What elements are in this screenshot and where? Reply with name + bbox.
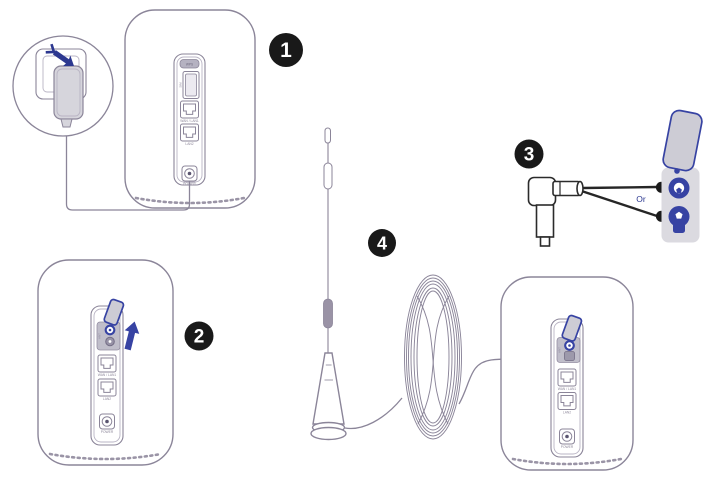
wan-lan1-label: WAN / LAN1 — [98, 373, 117, 377]
lan2-label: LAN2 — [103, 397, 111, 401]
lan2-port — [557, 392, 577, 410]
antenna-port-lower — [668, 206, 690, 233]
lan2-label: LAN2 — [185, 142, 193, 146]
lan2-label: LAN2 — [563, 410, 571, 414]
router-back-view-step1: WPS SIM WAN / LAN1 LAN2 POWER — [124, 9, 256, 209]
connector-option-line-upper — [582, 185, 658, 190]
antenna-flap-open — [561, 314, 583, 342]
sim-slot: SIM — [179, 71, 200, 99]
lan2-port — [97, 378, 117, 397]
step-1-number: 1 — [280, 39, 292, 62]
antenna-connector-recess: ANT — [96, 321, 121, 351]
antenna-base — [310, 352, 347, 441]
power-jack — [559, 428, 575, 445]
wan-lan1-port — [97, 354, 117, 373]
antenna-connector-recess: ANT — [556, 337, 581, 363]
router-back-view-connected: ANT WAN / LAN1 LAN2 POWER — [500, 276, 634, 471]
plug-direction-arrow — [45, 43, 74, 67]
lan2-port — [180, 123, 199, 142]
antenna-port-upper — [668, 177, 690, 199]
power-jack — [99, 413, 115, 430]
antenna-ports-panel-detail — [661, 109, 703, 243]
wps-button: WPS — [179, 59, 200, 69]
wan-lan1-label: WAN / LAN1 — [180, 119, 199, 123]
ant-label: ANT — [558, 347, 562, 353]
wan-lan1-label: WAN / LAN1 — [558, 387, 577, 391]
wps-label: WPS — [186, 62, 193, 66]
vent-slots — [134, 196, 246, 205]
step-3-number: 3 — [524, 145, 535, 166]
sim-label: SIM — [179, 82, 183, 88]
external-antenna — [310, 127, 347, 441]
power-label: POWER — [561, 445, 574, 449]
step-1-badge: 1 — [269, 33, 303, 67]
antenna-flap-open — [103, 298, 125, 326]
step-2-badge: 2 — [184, 321, 214, 351]
step-3-badge: 3 — [514, 139, 544, 169]
antenna-tip — [324, 127, 331, 144]
antenna-cable-coil — [404, 274, 462, 440]
router-back-view-step2: ANT WAN / LAN1 LAN2 POWER — [37, 259, 174, 466]
power-outlet-inset — [12, 35, 114, 137]
cable-connector-attached — [564, 351, 575, 361]
flap-open-arrow — [124, 321, 140, 351]
vent-slots — [48, 452, 163, 461]
or-label: Or — [636, 194, 646, 204]
power-label: POWER — [101, 430, 114, 434]
antenna-flap-open — [662, 109, 703, 172]
step-2-number: 2 — [194, 327, 205, 348]
power-cord — [65, 127, 191, 211]
step-4-number: 4 — [377, 233, 387, 253]
ant-label: ANT — [98, 333, 102, 339]
wan-lan1-port — [557, 368, 577, 387]
right-angle-antenna-connector — [527, 176, 584, 247]
power-jack — [181, 165, 198, 182]
wan-lan1-port — [180, 100, 199, 119]
step-4-badge: 4 — [368, 229, 396, 257]
power-adapter — [53, 65, 84, 128]
connector-option-line-lower — [582, 190, 658, 218]
vent-slots — [511, 457, 623, 466]
antenna-cable — [344, 397, 403, 430]
